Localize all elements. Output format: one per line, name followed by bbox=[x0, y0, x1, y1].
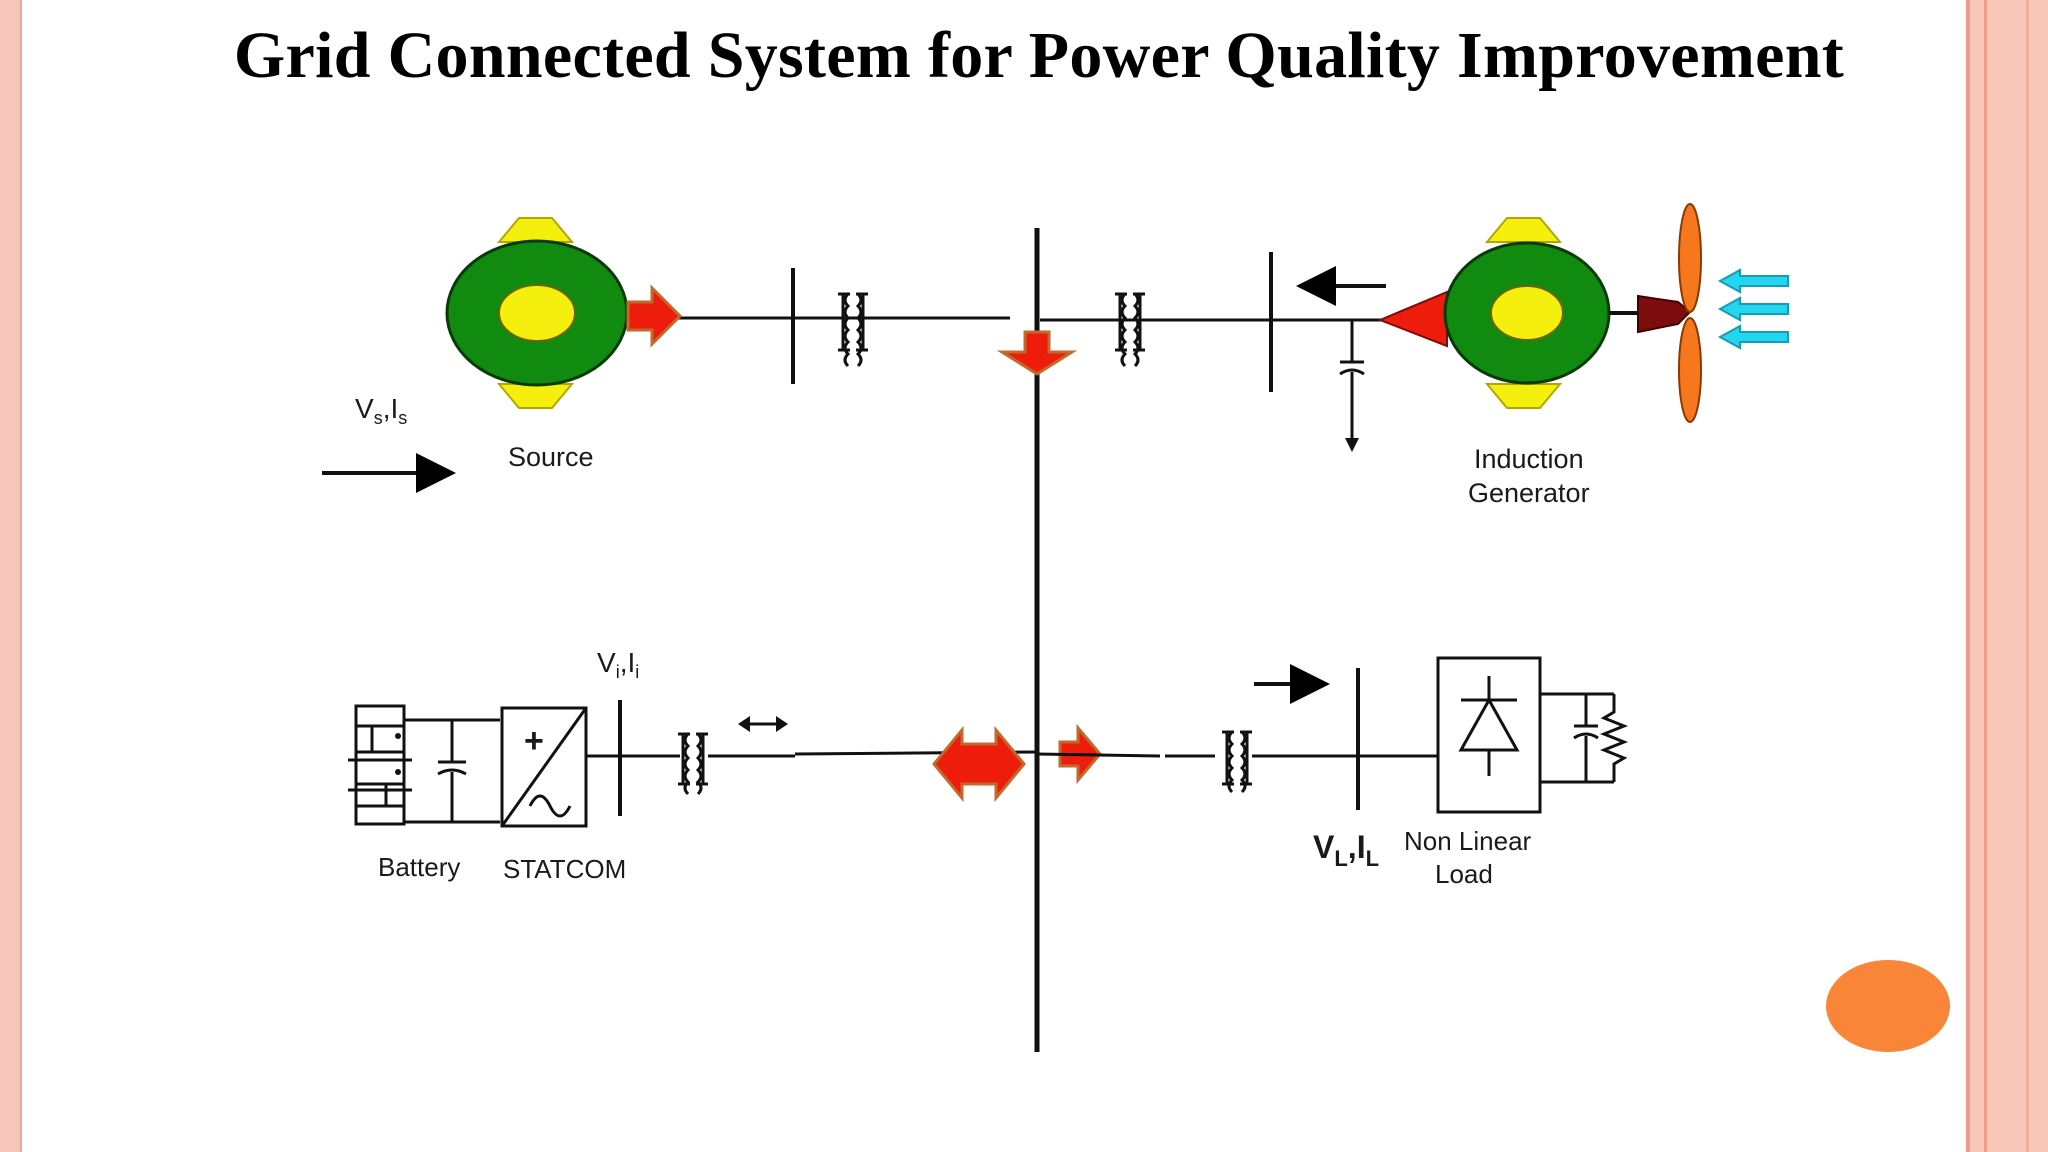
turbine-blades bbox=[1678, 203, 1702, 423]
transformer-bottom-left bbox=[620, 732, 795, 796]
bus-injection-arrow bbox=[996, 330, 1078, 376]
load-vi-label: VL,IL bbox=[1313, 829, 1379, 871]
transformer-top-right bbox=[1070, 292, 1185, 368]
dc-link-capacitor bbox=[404, 718, 500, 824]
slide-title: Grid Connected System for Power Quality … bbox=[233, 19, 1845, 92]
load-label-2: Load bbox=[1435, 859, 1493, 889]
source-vi-label: Vs,Is bbox=[355, 393, 407, 428]
battery-label: Battery bbox=[378, 852, 460, 882]
slide-border-right bbox=[1966, 0, 2048, 1152]
induction-generator bbox=[1443, 217, 1611, 409]
transformer-top-left bbox=[808, 292, 915, 368]
transformer-bottom-right bbox=[1165, 730, 1358, 794]
induction-generator-label-2: Generator bbox=[1468, 478, 1590, 508]
capacitor-bank bbox=[1339, 320, 1365, 442]
load-feeder bbox=[1036, 752, 1161, 758]
generator-input-arrow bbox=[1377, 290, 1448, 348]
statcom-exchange-arrow bbox=[932, 725, 1026, 803]
turbine-hub bbox=[1637, 294, 1692, 334]
nonlinear-load-rectifier bbox=[1436, 656, 1542, 814]
load-label-1: Non Linear bbox=[1404, 826, 1532, 856]
statcom-label: STATCOM bbox=[503, 854, 626, 884]
statcom-plus-sign: + bbox=[524, 722, 544, 760]
decorative-orange-circle bbox=[1826, 960, 1950, 1052]
source-label: Source bbox=[508, 442, 594, 472]
statcom-vi-label: Vi,Ii bbox=[597, 647, 639, 682]
capacitor-ground-arrow bbox=[1345, 438, 1359, 452]
statcom-converter bbox=[500, 706, 588, 828]
wind-arrows bbox=[1717, 268, 1789, 350]
source-output-arrow bbox=[626, 284, 683, 348]
nonlinear-load-rc bbox=[1540, 692, 1629, 784]
battery-symbol bbox=[348, 704, 412, 826]
source-generator bbox=[445, 217, 629, 409]
slide-border-left bbox=[0, 0, 22, 1152]
induction-generator-label-1: Induction bbox=[1474, 444, 1584, 474]
